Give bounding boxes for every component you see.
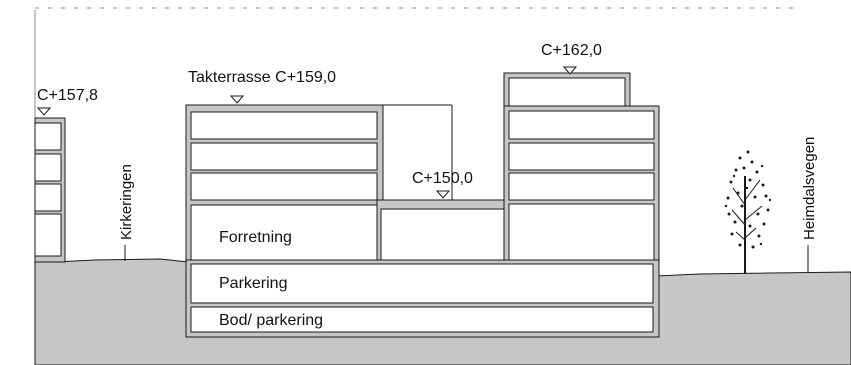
elevation-label-left: C+157,8 [37, 87, 98, 104]
elevation-label-courtyard: C+150,0 [412, 170, 473, 187]
left-building [34, 117, 66, 263]
main-building-left-block [185, 104, 384, 262]
parking-room [190, 263, 654, 304]
basement [185, 259, 660, 338]
room-label-parking: Parkering [219, 275, 287, 292]
storage-room [190, 306, 654, 333]
business-room [190, 204, 378, 262]
room-label-business: Forretning [219, 229, 292, 246]
elevation-label-top: C+162,0 [541, 42, 602, 59]
elevation-marker-terrace [229, 95, 245, 104]
room-label-storage: Bod/ parkering [219, 312, 323, 329]
elevation-marker-courtyard [435, 190, 451, 199]
main-building-right-block [503, 72, 660, 277]
elevation-label-terrace: Takterrasse C+159,0 [188, 69, 336, 86]
street-label-left: Kirkeringen [118, 164, 135, 240]
elevation-marker-left [36, 107, 52, 116]
tree-icon [724, 150, 772, 274]
street-label-right: Heimdalsvegen [801, 137, 818, 240]
elevation-marker-top [562, 66, 578, 75]
